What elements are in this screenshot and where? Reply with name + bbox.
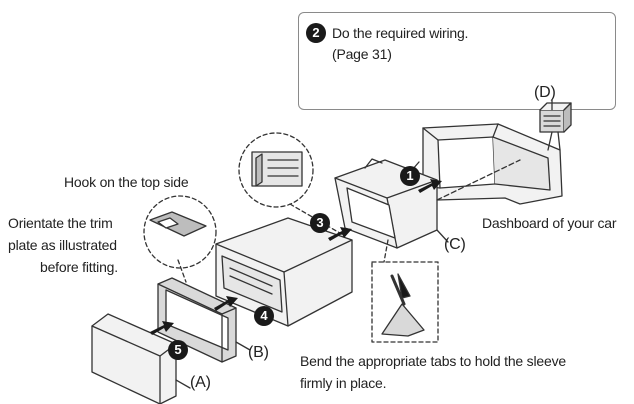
step-2-badge: 2 (306, 23, 326, 43)
step-3-badge: 3 (310, 213, 330, 233)
step-4-badge: 4 (254, 306, 274, 326)
hook-detail-circle (143, 195, 217, 283)
label-connector-d: (D) (534, 84, 556, 101)
arrow-step-5 (150, 321, 174, 335)
wiring-callout-box (298, 12, 616, 110)
dashboard-label: Dashboard of your car (482, 215, 617, 231)
wiring-connector-d (539, 102, 572, 151)
dashboard-opening (422, 123, 563, 205)
step-1-badge: 1 (400, 166, 420, 186)
wiring-instruction-text: Do the required wiring. (332, 25, 469, 41)
radio-unit (215, 217, 353, 327)
label-leader-b (235, 341, 251, 351)
arrow-step-4 (214, 296, 238, 311)
label-sleeve-c: (C) (444, 236, 466, 253)
mounting-sleeve-c (334, 158, 438, 249)
orientation-instruction-line-2: plate as illustrated (8, 237, 117, 253)
hook-instruction-label: Hook on the top side (64, 174, 189, 190)
bend-tabs-instruction-line-1: Bend the appropriate tabs to hold the sl… (300, 353, 566, 369)
wiring-page-reference: (Page 31) (332, 46, 392, 62)
sleeve-interior-detail-circle (238, 132, 346, 237)
label-leader-c (436, 229, 449, 243)
label-face-plate-a: (A) (190, 374, 211, 391)
orientation-instruction-line-1: Orientate the trim (8, 215, 113, 231)
label-trim-plate-b: (B) (248, 344, 269, 361)
orientation-instruction-line-3: before fitting. (40, 259, 118, 275)
bend-tabs-instruction-line-2: firmly in place. (300, 375, 387, 391)
bend-tabs-detail-box (371, 239, 439, 343)
label-leader-a (175, 379, 191, 389)
arrow-step-3 (328, 227, 352, 241)
arrow-step-1 (418, 179, 442, 193)
step-5-badge: 5 (168, 340, 188, 360)
face-plate-a (91, 313, 177, 404)
dashboard-guide-line (436, 159, 521, 201)
